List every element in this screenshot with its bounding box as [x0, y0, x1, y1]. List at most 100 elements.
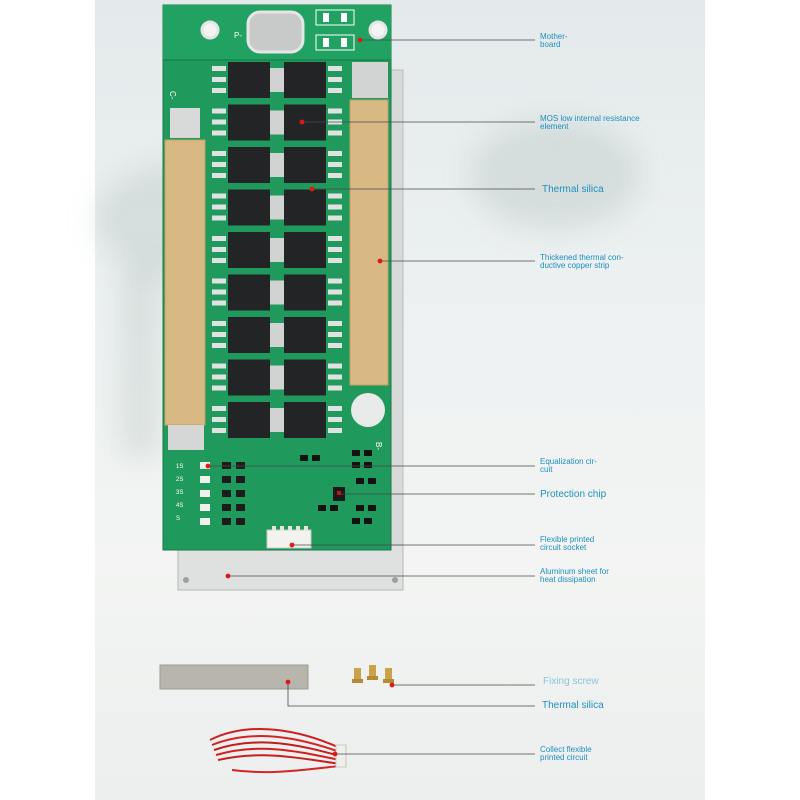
smd-resistor: [200, 518, 210, 525]
mosfet-lead: [328, 204, 342, 210]
callouts: [208, 39, 535, 755]
mosfet: [228, 104, 270, 141]
smd-component: [300, 455, 308, 461]
mosfet-lead: [212, 385, 226, 391]
mosfet: [284, 147, 326, 183]
label-motherboard: Mother- board: [540, 32, 568, 49]
mosfet-tab: [270, 408, 278, 432]
mosfet-lead: [328, 343, 342, 348]
smd-pad: [323, 13, 329, 22]
label-protection-chip: Protection chip: [540, 489, 607, 500]
mosfet-lead: [212, 119, 226, 125]
mosfet: [228, 232, 270, 268]
silk-pin-label: 4S: [176, 503, 183, 509]
mosfet-tab: [270, 323, 278, 347]
mosfet-lead: [212, 374, 226, 380]
fpc-connector-pin: [272, 526, 276, 531]
white-margin-left: [0, 0, 95, 800]
mosfet-lead: [212, 173, 226, 178]
mosfet-tab: [270, 68, 278, 92]
callout-dot: [332, 751, 338, 757]
mosfet-tab: [276, 365, 284, 390]
smd-component: [352, 450, 360, 456]
label-collect-fpc: Collect flexible printed circuit: [540, 745, 592, 762]
mosfet-lead: [328, 173, 342, 178]
smd-component: [330, 505, 338, 511]
protection-chip-marker: [337, 491, 341, 495]
silk-box: [315, 9, 355, 26]
mosfet-lead: [328, 289, 342, 295]
smd-resistor: [200, 476, 210, 483]
mosfet: [284, 402, 326, 438]
mosfet-lead: [328, 108, 342, 114]
mosfet-lead: [328, 332, 342, 337]
mosfet: [284, 62, 326, 98]
fpc-connector-pin: [296, 526, 300, 531]
smd-pad: [341, 13, 347, 22]
smd-component: [222, 518, 231, 525]
mosfet: [284, 317, 326, 353]
fpc-connector-pin: [280, 526, 284, 531]
mosfet-lead: [212, 278, 226, 284]
mosfet-lead: [212, 66, 226, 71]
mosfet-lead: [212, 236, 226, 241]
mosfet-tab: [270, 238, 278, 262]
mosfet-tab: [276, 110, 284, 135]
mosfet-tab: [270, 365, 278, 390]
callout-dot: [309, 186, 315, 192]
callout-dots: [205, 37, 395, 757]
mosfet-lead: [212, 162, 226, 167]
smd-component: [222, 490, 231, 497]
solder-pad: [168, 425, 204, 450]
silk-p-minus: P-: [234, 31, 242, 40]
silk-b-minus: B-: [374, 442, 383, 450]
mosfet-lead: [328, 236, 342, 241]
mosfet-lead: [212, 321, 226, 326]
mosfet-tab: [276, 323, 284, 347]
mosfet-lead: [212, 289, 226, 295]
smd-component: [356, 478, 364, 484]
mosfet: [228, 62, 270, 98]
mosfet-tab: [270, 153, 278, 177]
p-minus-pad: [246, 10, 305, 54]
mosfet-lead: [212, 363, 226, 369]
smd-component: [236, 462, 245, 469]
mosfet-lead: [328, 77, 342, 82]
mosfet-lead: [212, 88, 226, 93]
mount-hole: [200, 20, 220, 40]
mosfet: [284, 104, 326, 141]
smd-component: [236, 476, 245, 483]
smd-component: [364, 450, 372, 456]
mosfet-lead: [328, 247, 342, 252]
screw: [369, 665, 376, 677]
mosfet-lead: [328, 385, 342, 391]
mosfet-tab: [276, 195, 284, 220]
label-copper-strip: Thickened thermal con- ductive copper st…: [540, 253, 624, 270]
fixing-screws: [352, 665, 394, 683]
label-mos-element: MOS low internal resistance element: [540, 114, 640, 131]
mosfet-lead: [212, 130, 226, 136]
smd-component: [312, 455, 320, 461]
silk-box: [315, 34, 355, 51]
smd-pad: [341, 38, 347, 47]
mosfet: [284, 359, 326, 396]
mosfet-lead: [212, 300, 226, 306]
mosfet-array: [212, 62, 342, 438]
mosfet-lead: [328, 417, 342, 422]
label-aluminum-sheet: Aluminum sheet for heat dissipation: [540, 567, 609, 584]
mosfet-lead: [212, 343, 226, 348]
mosfet-lead: [328, 162, 342, 167]
mosfet-lead: [212, 77, 226, 82]
mosfet: [228, 317, 270, 353]
mosfet-lead: [328, 300, 342, 306]
aluminum-sheet-tab: [177, 544, 404, 591]
smd-component: [222, 462, 231, 469]
mosfet-tab: [276, 153, 284, 177]
mosfet-lead: [328, 374, 342, 380]
b-minus-pad: [351, 393, 385, 427]
mosfet-tab: [276, 408, 284, 432]
thermal-silica-pad: [159, 664, 309, 690]
mosfet-lead: [212, 417, 226, 422]
